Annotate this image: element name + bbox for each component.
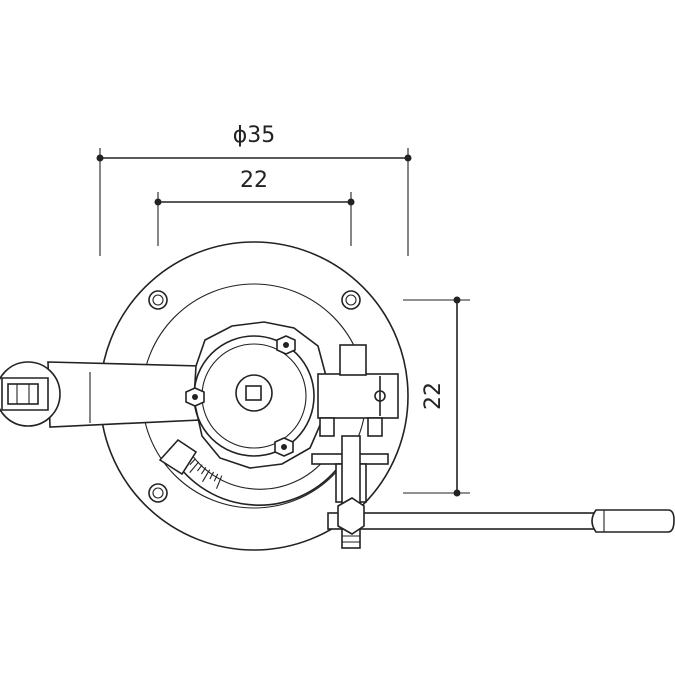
lever-arm: [0, 361, 201, 428]
vertical-spacing-label: 22: [421, 382, 446, 410]
dimension-outer-diameter: ϕ35: [96, 123, 412, 256]
dimension-hole-spacing-vertical: 22: [403, 296, 470, 497]
outer-diameter-label: ϕ35: [233, 123, 276, 148]
scale-tick: [196, 464, 203, 472]
central-hub: [185, 321, 327, 469]
hub-bolt-bottom-right: [274, 437, 294, 457]
hub-bolt-top-right: [276, 335, 296, 355]
graduated-scale-arc: [158, 438, 337, 506]
mounting-hole-top-left: [148, 290, 168, 310]
scale-tick: [213, 473, 219, 482]
mounting-hole-top-right: [341, 290, 361, 310]
scale-tick: [215, 475, 223, 489]
mounting-holes: [148, 290, 361, 503]
scale-tick: [189, 458, 196, 466]
horizontal-spacing-label: 22: [240, 168, 268, 193]
dimension-hole-spacing-horizontal: 22: [154, 168, 355, 246]
scale-tick: [209, 471, 215, 480]
scale-tick: [200, 466, 207, 475]
tommy-bar: [327, 497, 675, 535]
scale-tick: [202, 469, 211, 482]
scale-tick: [189, 461, 200, 473]
hub-bolt-left: [185, 387, 205, 407]
mounting-hole-bottom-left: [148, 483, 168, 503]
